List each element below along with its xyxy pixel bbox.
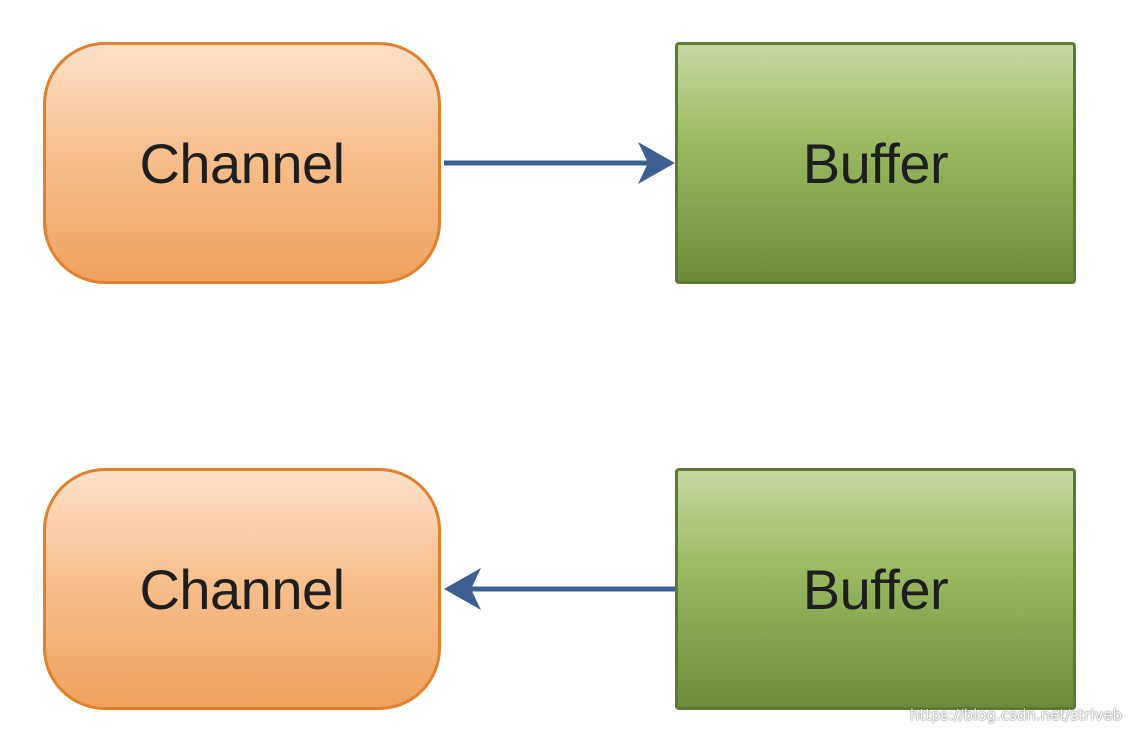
arrow-channel-to-buffer: [444, 142, 675, 184]
channel-node-bottom-label: Channel: [139, 557, 345, 621]
arrow-buffer-to-channel: [444, 568, 675, 610]
channel-node-bottom: Channel: [43, 468, 441, 710]
buffer-node-top: Buffer: [675, 42, 1076, 284]
buffer-node-bottom-label: Buffer: [802, 557, 949, 621]
buffer-node-bottom: Buffer: [675, 468, 1076, 710]
channel-node-top: Channel: [43, 42, 441, 284]
buffer-node-top-label: Buffer: [802, 131, 949, 195]
channel-node-top-label: Channel: [139, 131, 345, 195]
watermark-text: https://blog.csdn.net/striveb: [909, 706, 1122, 724]
